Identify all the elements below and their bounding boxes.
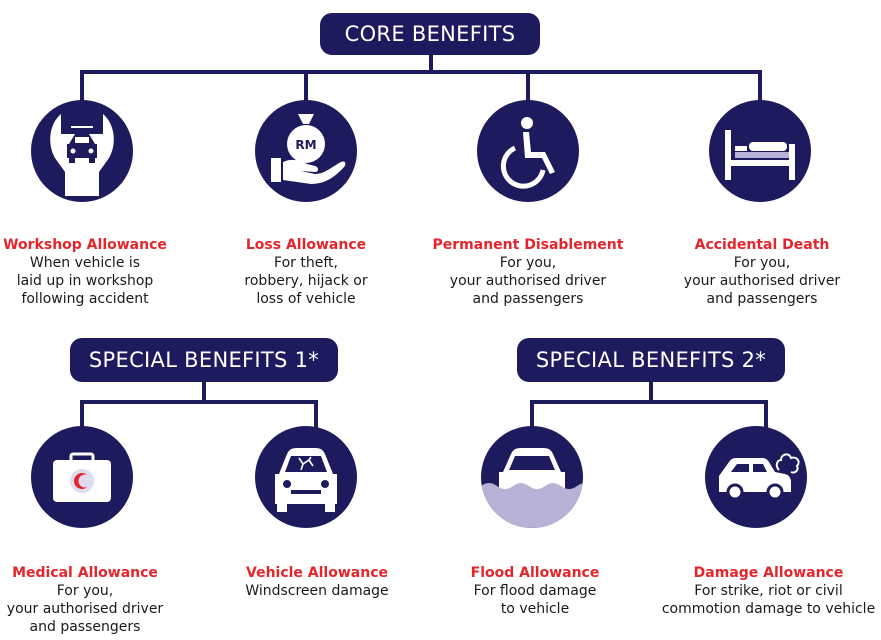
core-item-disablement: Permanent Disablement For you, your auth… <box>428 236 628 308</box>
item-description: Windscreen damage <box>245 583 389 599</box>
item-title: Loss Allowance <box>245 237 367 253</box>
flooded-car-icon <box>481 426 583 528</box>
connector-line <box>304 70 308 102</box>
item-title: Accidental Death <box>694 237 830 253</box>
core-item-loss: Loss Allowance For theft, robbery, hijac… <box>216 236 396 308</box>
connector-line <box>80 400 84 428</box>
item-description: For flood damage to vehicle <box>473 583 597 617</box>
item-description: For you, your authorised driver and pass… <box>449 255 607 307</box>
item-title: Flood Allowance <box>470 565 600 581</box>
connector-line <box>649 382 653 402</box>
connector-line <box>80 400 318 404</box>
connector-line <box>530 400 768 404</box>
item-description: When vehicle is laid up in workshop foll… <box>16 255 154 307</box>
connector-line <box>80 70 762 74</box>
special2-item-damage: Damage Allowance For strike, riot or civ… <box>656 564 881 618</box>
connector-line <box>202 382 206 402</box>
special1-item-medical: Medical Allowance For you, your authoris… <box>0 564 174 636</box>
item-description: For theft, robbery, hijack or loss of ve… <box>244 255 368 307</box>
item-title: Permanent Disablement <box>432 237 624 253</box>
connector-line <box>80 70 84 102</box>
special2-item-flood: Flood Allowance For flood damage to vehi… <box>440 564 630 618</box>
core-benefits-header: CORE BENEFITS <box>320 13 540 55</box>
medical-kit-icon <box>31 426 133 528</box>
core-item-workshop: Workshop Allowance When vehicle is laid … <box>0 236 174 308</box>
smoking-car-icon <box>705 426 807 528</box>
special1-item-vehicle: Vehicle Allowance Windscreen damage <box>222 564 412 600</box>
connector-line <box>526 70 530 102</box>
bed-icon <box>709 100 811 202</box>
wheelchair-icon <box>477 100 579 202</box>
core-item-death: Accidental Death For you, your authorise… <box>662 236 862 308</box>
item-description: For you, your authorised driver and pass… <box>6 583 164 635</box>
svg-text:RM: RM <box>295 138 316 152</box>
item-title: Workshop Allowance <box>3 237 167 253</box>
connector-line <box>530 400 534 428</box>
item-description: For you, your authorised driver and pass… <box>683 255 841 307</box>
connector-line <box>314 400 318 428</box>
connector-line <box>429 55 433 72</box>
hand-money-bag-icon: RM <box>255 100 357 202</box>
item-description: For strike, riot or civil commotion dama… <box>661 583 876 617</box>
cracked-windscreen-car-icon <box>255 426 357 528</box>
special-benefits-2-header: SPECIAL BENEFITS 2* <box>517 338 785 382</box>
item-title: Medical Allowance <box>12 565 158 581</box>
connector-line <box>764 400 768 428</box>
special-benefits-1-header: SPECIAL BENEFITS 1* <box>70 338 338 382</box>
wrench-car-icon <box>31 100 133 202</box>
connector-line <box>758 70 762 102</box>
item-title: Damage Allowance <box>693 565 844 581</box>
item-title: Vehicle Allowance <box>246 565 388 581</box>
